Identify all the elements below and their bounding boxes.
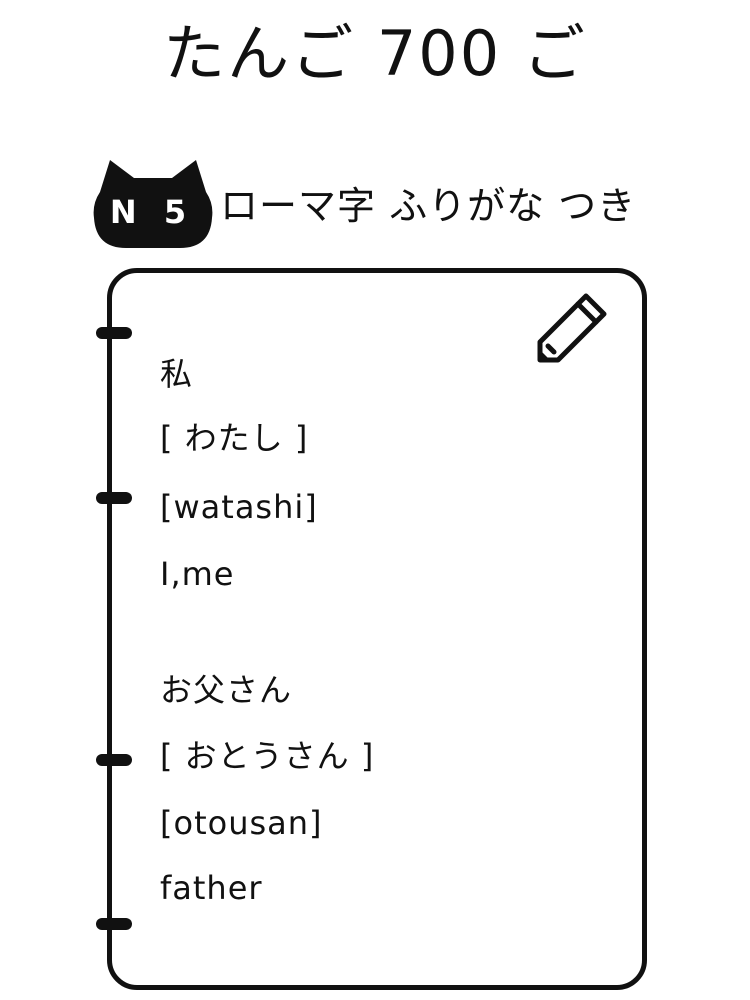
binder-ring	[96, 492, 132, 504]
entry-romaji: [otousan]	[160, 804, 323, 842]
binder-ring	[96, 754, 132, 766]
entry-furigana: [ わたし ]	[160, 419, 309, 457]
pencil-icon[interactable]	[534, 290, 610, 370]
cat-badge-icon: N 5	[92, 158, 214, 254]
entry-english: I,me	[160, 555, 235, 593]
notebook-card	[107, 268, 647, 990]
entry-romaji: [watashi]	[160, 488, 318, 526]
page-title: たんご 700 ご	[163, 17, 587, 90]
entry-kanji: お父さん	[160, 671, 293, 709]
level-header: N 5 ローマ字 ふりがな つき	[92, 158, 732, 250]
binder-ring	[96, 327, 132, 339]
entry-furigana: [ おとうさん ]	[160, 737, 375, 775]
entry-kanji: 私	[160, 355, 194, 393]
level-badge-label: N 5	[109, 193, 195, 231]
binder-ring	[96, 918, 132, 930]
subtitle: ローマ字 ふりがな つき	[220, 184, 637, 228]
entry-english: father	[160, 869, 263, 907]
